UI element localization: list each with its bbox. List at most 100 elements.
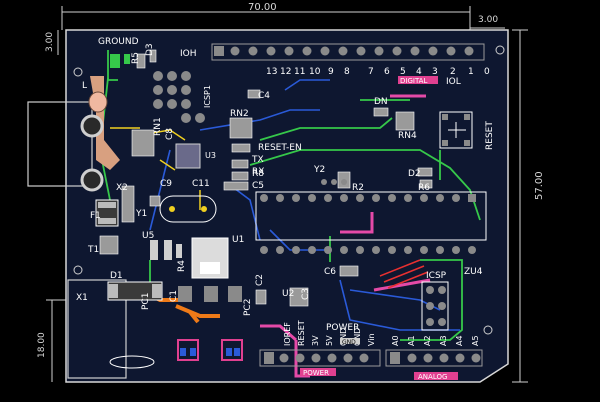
pin-label-2: 2 (450, 67, 456, 77)
pin-label-0: 0 (484, 67, 490, 77)
designator-d3: D3 (145, 43, 155, 56)
power-pin-ioref: IOREF (283, 322, 292, 346)
designator-t1: T1 (87, 245, 99, 255)
designator-y1: Y1 (135, 209, 147, 219)
label-digital: DIGITAL (400, 77, 427, 85)
crystal-pad-left (169, 206, 175, 212)
designator-u1: U1 (232, 235, 244, 245)
dimension-left-small: 3.00 (45, 32, 55, 52)
designator-r5: R5 (131, 52, 141, 64)
ground-pad (88, 91, 108, 113)
designator-x2: X2 (116, 183, 128, 193)
label-iol: IOL (446, 77, 461, 87)
dimension-lines (46, 6, 528, 383)
usb-connector-outline (27, 101, 93, 187)
designator-c3: C3 (301, 288, 311, 300)
dimension-width: 70.00 (248, 2, 277, 13)
designator-c1: C1 (169, 290, 179, 302)
pin-label-6: 6 (384, 67, 390, 77)
designator-c4: C4 (258, 91, 270, 101)
designator-u5: U5 (142, 231, 154, 241)
power-header-outline (259, 349, 381, 367)
silkscreen-labels: GROUND L RESET-EN TX RX D3 R5 RN1 C8 RN2… (76, 37, 483, 316)
power-pin-5v: 5V (325, 335, 334, 346)
label-power-footer: POWER (303, 369, 329, 377)
pin-label-5: 5 (400, 67, 406, 77)
digital-label-box (398, 76, 438, 84)
pin-label-13: 13 (266, 67, 277, 77)
label-analog: ANALOG (418, 373, 447, 381)
label-reset-en: RESET-EN (258, 143, 302, 153)
icsp-pins (426, 286, 446, 326)
usb-shield-pad-bottom (80, 168, 104, 192)
regulator-pad-1 (178, 286, 192, 302)
regulator-pad-2 (204, 286, 218, 302)
power-jack-outline (67, 279, 127, 379)
pin-label-4: 4 (416, 67, 422, 77)
reset-button[interactable] (439, 111, 473, 149)
analog-header-outline (385, 349, 483, 367)
pin-label-9: 9 (328, 67, 334, 77)
designator-r8: R8 (252, 169, 264, 179)
designator-c9: C9 (160, 179, 172, 189)
label-ioh: IOH (180, 49, 197, 59)
pin-label-11: 11 (294, 67, 305, 77)
analog-pin-a2: A2 (423, 335, 432, 346)
designator-rn4: RN4 (398, 131, 417, 141)
designator-c11: C11 (192, 179, 210, 189)
designator-u2: U2 (282, 289, 294, 299)
power-pin-vin: Vin (367, 333, 376, 346)
chip-u3 (175, 143, 201, 169)
bulk-capacitors (109, 339, 243, 369)
analog-header-pads (390, 352, 481, 364)
label-icsp: ICSP (426, 271, 447, 281)
usb-shield-pad-top (80, 114, 104, 138)
power-header-pads (264, 352, 369, 364)
pin-label-8: 8 (344, 67, 350, 77)
designator-y2: Y2 (313, 165, 325, 175)
label-ground: GROUND (98, 37, 139, 47)
dimension-top-right: 3.00 (478, 15, 498, 25)
label-gnd-small: GND (342, 339, 356, 346)
pin-label-12: 12 (280, 67, 291, 77)
regulator-tab (200, 262, 220, 274)
mcu-pins-top (260, 194, 476, 202)
designator-x1: X1 (76, 293, 88, 303)
analog-pin-a3: A3 (439, 335, 448, 346)
analog-pin-labels: A0 A1 A2 A3 A4 A5 (391, 335, 480, 346)
pin-label-3: 3 (432, 67, 438, 77)
label-power: POWER (326, 323, 359, 333)
u5-footprint (150, 240, 182, 260)
designator-rn2: RN2 (230, 109, 249, 119)
designator-c8: C8 (165, 128, 175, 140)
smd-components (99, 49, 433, 307)
label-u3: U3 (205, 151, 216, 160)
top-header-pads (214, 46, 474, 56)
designator-d1: D1 (110, 271, 123, 281)
designator-pc1: PC1 (141, 293, 151, 310)
designator-r4: R4 (177, 260, 187, 272)
dimension-bottom-left: 18.00 (37, 332, 47, 358)
y2-pad-3 (341, 179, 347, 185)
designator-c6: C6 (324, 267, 336, 277)
analog-pin-a4: A4 (455, 335, 464, 346)
top-header-outline (211, 43, 485, 61)
pin-label-7: 7 (368, 67, 374, 77)
designator-d2: D2 (408, 169, 421, 179)
power-footer-box (300, 368, 336, 376)
power-pin-gnd-1: GND (339, 328, 348, 346)
top-header-pin-labels: 13 12 11 10 9 8 7 6 5 4 3 2 1 0 (266, 67, 490, 77)
power-pin-3v: 3V (311, 335, 320, 346)
designator-pc2: PC2 (243, 299, 253, 316)
crystal-pad-right (201, 206, 207, 212)
power-pin-gnd-2: GND (353, 328, 362, 346)
analog-pin-a1: A1 (407, 335, 416, 346)
crystal-y1 (159, 195, 217, 223)
label-icsp1: ICSP1 (203, 85, 212, 108)
designator-f1: F1 (90, 211, 101, 221)
analog-footer-box (414, 372, 458, 380)
analog-pin-a0: A0 (391, 335, 400, 346)
traces-red (379, 259, 429, 289)
designator-zu4: ZU4 (464, 267, 483, 277)
